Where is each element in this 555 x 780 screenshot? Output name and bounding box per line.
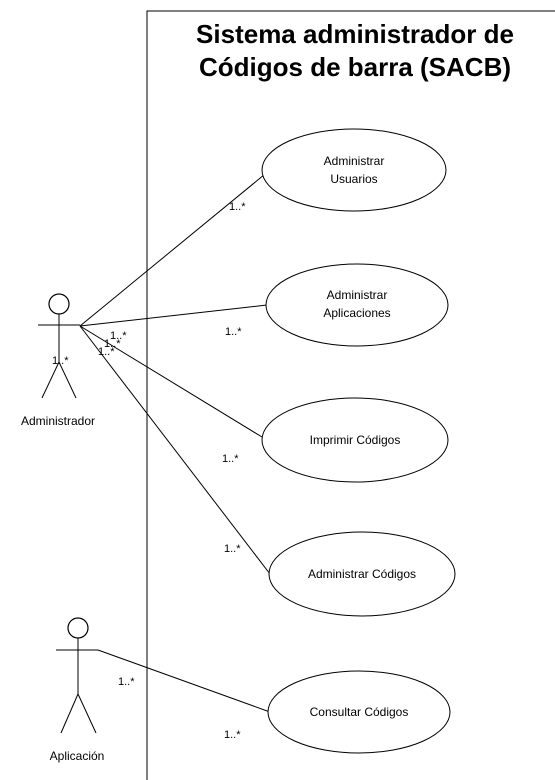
multiplicity-imprimir: 1..*: [222, 453, 239, 465]
system-boundary: [146, 10, 555, 780]
use-case-label: Usuarios: [330, 172, 377, 186]
system-title-line-2: Códigos de barra (SACB): [199, 52, 511, 82]
association-admin-usuarios: [79, 169, 271, 327]
use-case-label: Aplicaciones: [323, 306, 390, 320]
actor-head: [48, 293, 70, 315]
actor-label: Administrador: [21, 414, 95, 428]
actor-label: Aplicación: [50, 749, 105, 763]
use-case-administrar-aplicaciones: Administrar Aplicaciones: [265, 263, 449, 347]
use-case-label: Administrar Códigos: [308, 567, 416, 581]
multiplicity-admin-end: 1..*: [98, 346, 115, 358]
actor-leg: [41, 361, 60, 399]
use-case-label: Administrar: [324, 154, 385, 168]
multiplicity-admin-end: 1..*: [104, 338, 121, 350]
use-case-label: Imprimir Códigos: [310, 433, 401, 447]
actor-head: [67, 617, 89, 639]
use-case-consultar-codigos: Consultar Códigos: [267, 670, 451, 754]
multiplicity-administrar-codigos: 1..*: [224, 543, 241, 555]
actor-leg: [60, 693, 79, 734]
multiplicity-aplicaciones: 1..*: [225, 326, 242, 338]
multiplicity-admin-end: 1..*: [110, 330, 127, 342]
association-admin-codigos: [79, 325, 271, 575]
use-case-label: Administrar: [327, 288, 388, 302]
use-case-administrar-usuarios: Administrar Usuarios: [261, 128, 447, 212]
association-admin-aplicaciones: [79, 304, 268, 327]
actor-administrador: Administrador: [21, 293, 95, 428]
multiplicity-consultar: 1..*: [224, 729, 241, 741]
use-case-administrar-codigos: Administrar Códigos: [268, 531, 456, 617]
association-aplicacion-consultar: [97, 649, 271, 713]
use-case-label: Consultar Códigos: [310, 705, 409, 719]
system-title-line-1: Sistema administrador de: [196, 19, 514, 49]
use-case-imprimir-codigos: Imprimir Códigos: [261, 397, 449, 483]
actor-leg: [77, 693, 97, 734]
multiplicity-aplicacion-end: 1..*: [118, 676, 135, 688]
actor-aplicacion: Aplicación: [50, 617, 105, 763]
actor-leg: [58, 361, 77, 399]
association-admin-imprimir: [79, 325, 263, 438]
multiplicity-usuarios: 1..*: [229, 201, 246, 213]
multiplicity-admin-end: 1..*: [52, 355, 69, 367]
